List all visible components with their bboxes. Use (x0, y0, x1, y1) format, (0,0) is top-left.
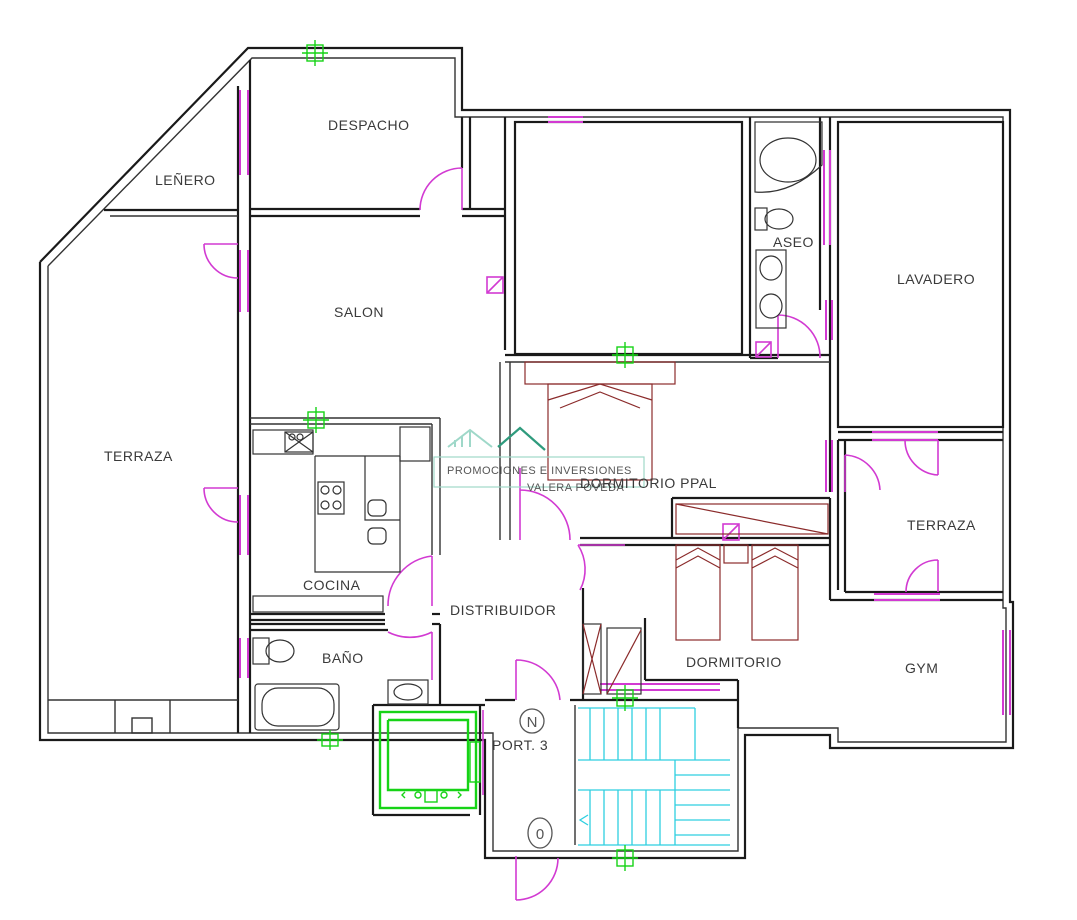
room-label-dormitorio: DORMITORIO (686, 654, 782, 670)
room-label-gym: GYM (905, 660, 938, 676)
entrance-icon: 0 (527, 817, 553, 849)
room-label-dormitorio-ppal: DORMITORIO PPAL (580, 475, 717, 491)
stairs (578, 707, 730, 846)
room-label-terraza-right: TERRAZA (907, 517, 976, 533)
furniture (524, 361, 829, 641)
crosshair-icon (317, 730, 343, 750)
crosshair-icon (303, 407, 329, 433)
crosshair-icon (612, 685, 638, 711)
crosshair-icon (612, 845, 638, 871)
elevator (378, 710, 481, 810)
entrance-symbol: 0 (536, 826, 544, 843)
watermark-line1: PROMOCIONES E INVERSIONES (447, 465, 632, 477)
room-labels: DESPACHO LEÑERO SALON TERRAZA COCINA BAÑ… (104, 117, 976, 753)
room-label-bano: BAÑO (322, 650, 364, 666)
crosshair-icon (612, 342, 638, 368)
room-label-terraza-left: TERRAZA (104, 448, 173, 464)
crosshair-markers (302, 40, 638, 871)
fixtures (252, 121, 823, 731)
room-label-portal: PORT. 3 (492, 737, 548, 753)
watermark: PROMOCIONES E INVERSIONES VALERA POVEDA (433, 426, 645, 494)
room-label-lavadero: LAVADERO (897, 271, 975, 287)
room-label-cocina: COCINA (303, 577, 361, 593)
room-label-despacho: DESPACHO (328, 117, 410, 133)
room-label-aseo: ASEO (773, 234, 814, 250)
room-label-salon: SALON (334, 304, 384, 320)
doors (203, 167, 939, 901)
watermark-line2: VALERA POVEDA (527, 482, 625, 494)
room-label-distribuidor: DISTRIBUIDOR (450, 602, 556, 618)
north-symbol: N (527, 714, 538, 731)
crosshair-icon (302, 40, 328, 66)
north-arrow-icon: N (519, 708, 545, 734)
room-label-lenero: LEÑERO (155, 172, 216, 188)
outer-walls (38, 46, 1015, 860)
